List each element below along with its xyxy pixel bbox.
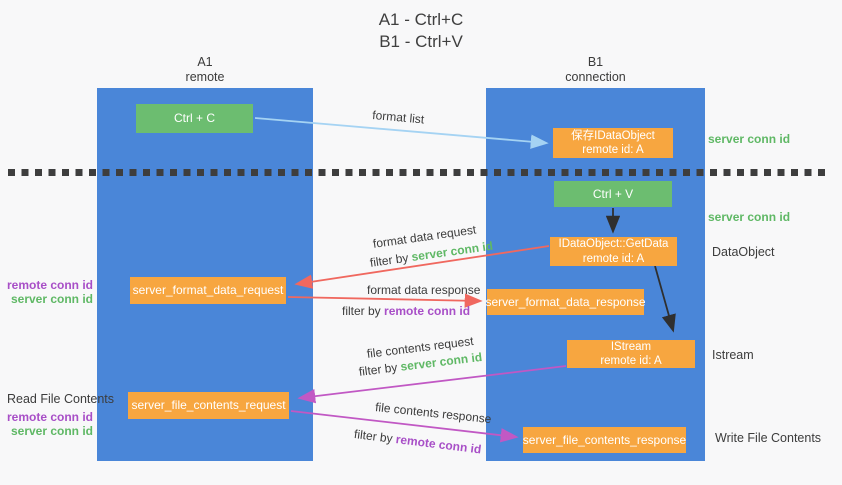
filter-by-text: filter by — [353, 427, 394, 446]
format-list-label: format list — [371, 108, 425, 127]
read-file-contents-annotation: Read File Contents — [7, 392, 115, 406]
node-server-format-data-response: server_format_data_response — [485, 289, 646, 315]
title-line-2: B1 - Ctrl+V — [379, 31, 463, 51]
filter-by-text: filter by — [342, 304, 381, 318]
write-file-contents-annotation: Write File Contents — [715, 431, 822, 445]
file-contents-response-label: file contents response — [374, 400, 493, 427]
server-conn-id-annotation-top: server conn id — [708, 132, 791, 146]
filter-by-text: filter by — [358, 360, 399, 379]
node-istream-line2: remote id: A — [600, 355, 662, 367]
lifeline-header-b1: B1 connection — [486, 55, 705, 85]
node-server-format-data-request: server_format_data_request — [130, 277, 286, 304]
node-server-file-contents-request: server_file_contents_request — [128, 392, 289, 419]
node-istream-line1: IStream — [610, 340, 652, 353]
filter-by-text: filter by — [369, 250, 410, 270]
node-server-format-data-request-label: server_format_data_request — [132, 283, 284, 297]
lifeline-a1-role: remote — [185, 70, 225, 84]
format-data-response-label: format data response — [367, 283, 481, 297]
node-server-file-contents-response-label: server_file_contents_response — [522, 432, 687, 447]
node-ctrl-v-label: Ctrl + V — [592, 186, 634, 201]
server-conn-id-annotation-left-bottom: server conn id — [10, 424, 93, 438]
lifeline-header-a1: A1 remote — [97, 55, 313, 85]
remote-conn-id-annotation-left-top: remote conn id — [6, 278, 93, 292]
filter-by-remote-conn-id-label-2: filter by remote conn id — [353, 427, 482, 457]
node-save-idataobject-line1: 保存IDataObject — [571, 129, 655, 142]
format-data-response-arrow — [287, 293, 483, 308]
title-line-1: A1 - Ctrl+C — [378, 10, 464, 29]
node-ctrl-c: Ctrl + C — [136, 104, 253, 133]
node-ctrl-v: Ctrl + V — [554, 181, 672, 207]
lifeline-b1-name: B1 — [587, 55, 604, 69]
node-istream: IStream remote id: A — [567, 340, 695, 368]
remote-conn-id-text: remote conn id — [395, 432, 483, 457]
node-getdata-line1: IDataObject::GetData — [558, 238, 669, 251]
node-idataobject-getdata: IDataObject::GetData remote id: A — [550, 237, 677, 266]
node-save-idataobject-line2: remote id: A — [582, 144, 644, 156]
dataobject-annotation: DataObject — [712, 245, 775, 259]
remote-conn-id-text: remote conn id — [384, 304, 471, 318]
remote-conn-id-annotation-left-bottom: remote conn id — [6, 410, 93, 424]
lifeline-a1-name: A1 — [197, 55, 213, 69]
node-server-file-contents-request-label: server_file_contents_request — [131, 398, 286, 412]
diagram-title: A1 - Ctrl+C B1 - Ctrl+V — [0, 9, 842, 53]
lifeline-b1-role: connection — [565, 70, 626, 84]
node-getdata-line2: remote id: A — [582, 252, 645, 265]
filter-by-remote-conn-id-label-1: filter by remote conn id — [342, 304, 470, 318]
node-server-format-data-response-label: server_format_data_response — [485, 294, 646, 309]
node-save-idataobject: 保存IDataObject remote id: A — [553, 128, 673, 158]
node-server-file-contents-response: server_file_contents_response — [523, 427, 686, 453]
server-conn-id-annotation-mid: server conn id — [708, 210, 791, 224]
server-conn-id-annotation-left-top: server conn id — [10, 292, 93, 306]
dotted-divider — [8, 169, 828, 176]
istream-annotation: Istream — [712, 348, 754, 362]
node-ctrl-c-label: Ctrl + C — [173, 111, 215, 125]
